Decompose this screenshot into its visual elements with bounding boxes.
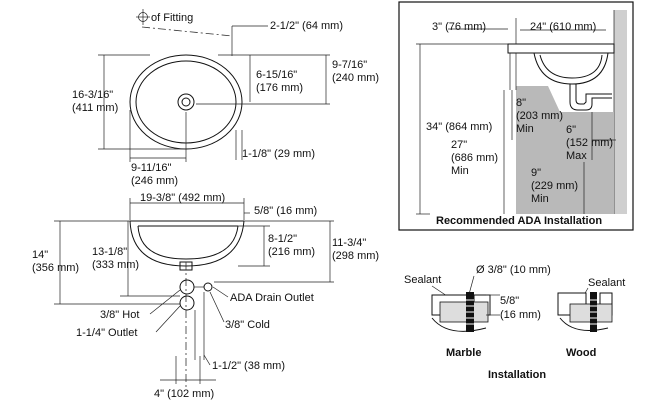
dim-11-3-4-mm: (298 mm) <box>332 250 379 262</box>
dim-16-3-16-mm: (411 mm) <box>72 102 118 114</box>
outlet-fitting <box>179 295 195 311</box>
ada-dim-9: 9" <box>531 167 541 179</box>
dim-19-3-8: 19-3/8" (492 mm) <box>140 192 225 204</box>
install-dim-5-8-mm: (16 mm) <box>500 309 541 321</box>
dim-8-1-2: 8-1/2" <box>268 233 297 245</box>
knee-clearance-area <box>516 86 614 214</box>
cold-fitting <box>203 282 213 292</box>
dim-1-1-2: 1-1/2" (38 mm) <box>212 360 285 372</box>
dim-6-15-16: 6-15/16" <box>256 69 297 81</box>
ada-drain-fitting <box>179 279 195 295</box>
dim-9-7-16: 9-7/16" <box>332 59 367 71</box>
ada-dim-34: 34" (864 mm) <box>426 121 492 133</box>
installation-title: Installation <box>488 369 546 381</box>
dim-2-1-2: 2-1/2" (64 mm) <box>270 20 343 32</box>
ada-dim-6: 6" <box>566 124 576 136</box>
dim-14: 14" <box>32 249 48 261</box>
dim-1-1-8: 1-1/8" (29 mm) <box>242 148 315 160</box>
side-view: 19-3/8" (492 mm) 5/8" (16 mm) 8-1/2" (21… <box>32 192 379 400</box>
dim-13-1-8: 13-1/8" <box>92 246 127 258</box>
outlet-label: 1-1/4" Outlet <box>76 327 137 339</box>
dim-9-7-16-mm: (240 mm) <box>332 72 379 84</box>
ada-dim-8-mm: (203 mm) <box>516 110 563 122</box>
ada-dim-3: 3" (76 mm) <box>432 21 486 33</box>
top-view: of Fitting 2-1/2" (64 mm) 9-7/16" (240 m… <box>72 9 379 187</box>
dim-5-8: 5/8" (16 mm) <box>254 205 317 217</box>
ada-dim-27: 27" <box>451 139 467 151</box>
drain-inner <box>181 97 191 107</box>
ada-dim-24: 24" (610 mm) <box>530 21 596 33</box>
dim-9-11-16-mm: (246 mm) <box>131 175 178 187</box>
centerline-label: of Fitting <box>151 12 193 24</box>
hot-label: 3/8" Hot <box>100 309 139 321</box>
dim-4: 4" (102 mm) <box>154 388 214 400</box>
ada-dim-27-mm: (686 mm) <box>451 152 498 164</box>
ada-panel-title: Recommended ADA Installation <box>436 215 602 227</box>
ada-dim-27-min: Min <box>451 165 469 177</box>
diameter-label: Ø 3/8" (10 mm) <box>476 264 551 276</box>
dim-6-15-16-mm: (176 mm) <box>256 82 303 94</box>
dim-13-1-8-mm: (333 mm) <box>92 259 139 271</box>
ada-dim-8-min: Min <box>516 123 534 135</box>
ada-dim-9-min: Min <box>531 193 549 205</box>
ada-dim-6-max: Max <box>566 150 587 162</box>
installation-details: Sealant Ø 3/8" (10 mm) 5/8" (16 mm) Marb… <box>404 264 625 381</box>
dim-16-3-16: 16-3/16" <box>72 89 113 101</box>
ada-dim-8: 8" <box>516 97 526 109</box>
ada-drain-outlet-label: ADA Drain Outlet <box>230 292 314 304</box>
sealant-left-label: Sealant <box>404 274 441 286</box>
ada-dim-6-mm: (152 mm) <box>566 137 613 149</box>
ada-dim-9-mm: (229 mm) <box>531 180 578 192</box>
centerline-symbol-icon <box>136 9 150 25</box>
cold-label: 3/8" Cold <box>225 319 270 331</box>
ada-installation-panel: 3" (76 mm) 24" (610 mm) 34" (864 mm) 8" … <box>398 1 634 231</box>
sealant-right-label: Sealant <box>588 277 625 289</box>
drain-outer <box>177 93 195 111</box>
wood-label: Wood <box>566 347 596 359</box>
marble-detail <box>431 292 491 332</box>
dim-8-1-2-mm: (216 mm) <box>268 246 315 258</box>
wood-detail <box>557 292 613 332</box>
dim-14-mm: (356 mm) <box>32 262 79 274</box>
dim-11-3-4: 11-3/4" <box>332 237 366 249</box>
dim-9-11-16: 9-11/16" <box>131 162 171 174</box>
bowl-inner <box>137 225 239 260</box>
install-dim-5-8: 5/8" <box>500 295 519 307</box>
marble-label: Marble <box>446 347 481 359</box>
